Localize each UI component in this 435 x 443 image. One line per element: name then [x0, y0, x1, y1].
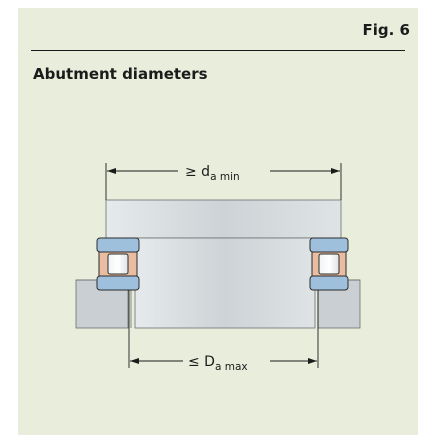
arrow-bottom-right: [308, 358, 317, 364]
figure-card: Fig. 6 Abutment diameters: [18, 8, 418, 435]
arrow-bottom-left: [130, 358, 139, 364]
dim-top-symbol: ≥ d: [185, 164, 210, 180]
svg-text:≤ Da max: ≤ Da max: [188, 354, 248, 373]
roller-right: [318, 253, 340, 275]
arrow-top-left: [107, 168, 116, 174]
bearing-left: [96, 237, 140, 291]
inner-ring-right: [309, 275, 349, 291]
outer-ring-right: [309, 237, 349, 253]
bearing-diagram: ≥ da min ≤ Da max: [75, 163, 361, 373]
dim-bottom-subscript: a max: [215, 361, 248, 373]
shaft-body: [134, 237, 316, 329]
svg-text:≥ da min: ≥ da min: [185, 164, 240, 183]
dim-bottom-symbol: ≤ D: [188, 354, 215, 370]
roller-left: [107, 253, 129, 275]
dimension-bottom: ≤ Da max: [128, 290, 319, 373]
dim-top-subscript: a min: [210, 171, 240, 183]
arrow-top-right: [331, 168, 340, 174]
figure-number: Fig. 6: [362, 21, 410, 39]
inner-ring-left: [96, 275, 140, 291]
shaft-shoulder: [105, 199, 342, 239]
outer-ring-left: [96, 237, 140, 253]
figure-title: Abutment diameters: [33, 65, 208, 83]
dimension-top: ≥ da min: [105, 163, 342, 200]
bearing-right: [309, 237, 349, 291]
header-rule: [31, 50, 405, 51]
